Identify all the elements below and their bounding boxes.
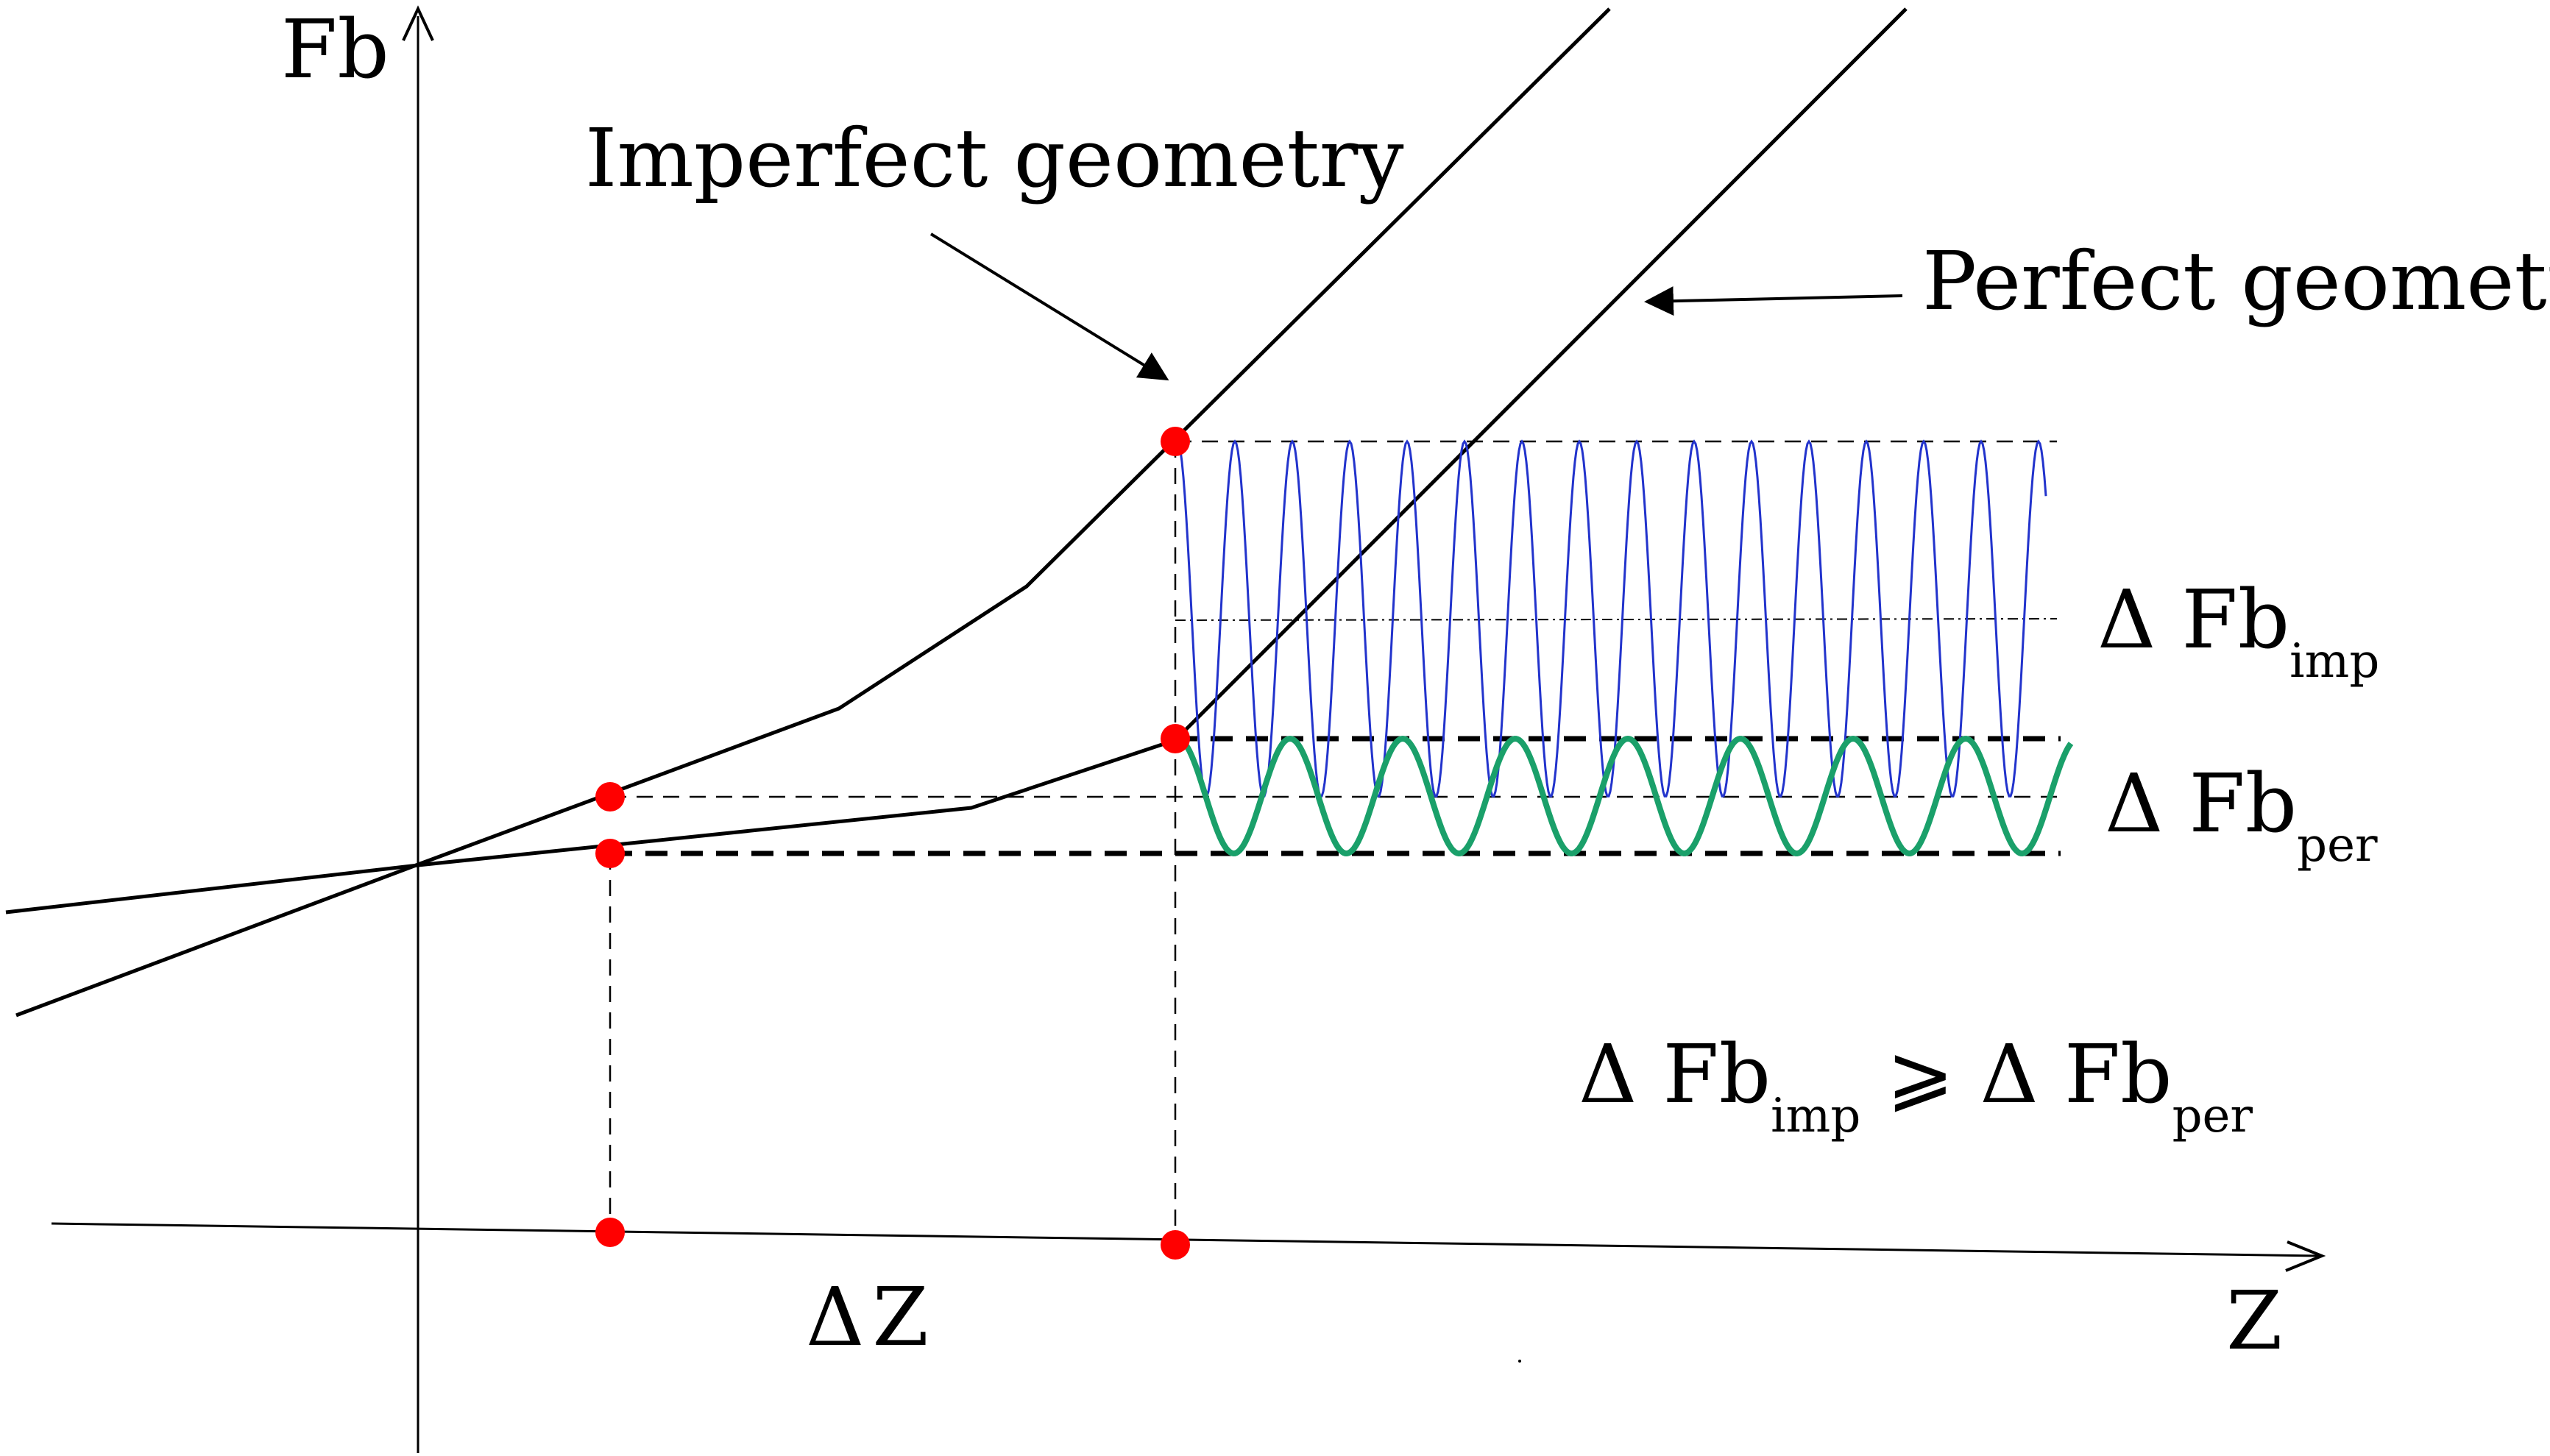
- marker-per-low: [595, 839, 625, 868]
- marker-points: [595, 427, 1190, 1260]
- x-axis-arrow-icon: [2285, 1240, 2326, 1272]
- marker-per-top: [1161, 724, 1190, 753]
- perfect-geometry-label: Perfect geometry: [1922, 234, 2550, 328]
- marker-imp-low: [595, 782, 625, 812]
- delta-symbol: Δ: [806, 1270, 865, 1364]
- perfect-label-arrow: [1644, 286, 1903, 316]
- x-axis-label: Z: [2226, 1274, 2283, 1368]
- delta-symbol: Δ: [2105, 756, 2164, 850]
- marker-imp-top: [1161, 427, 1190, 456]
- imperfect-geometry-label: Imperfect geometry: [585, 111, 1404, 205]
- imperfect-oscillation-wave: [1176, 439, 2047, 798]
- delta-symbol: Δ: [2097, 572, 2156, 667]
- delta-fb-per-label: Δ Fbper: [2105, 756, 2378, 873]
- marker-z2: [1161, 1230, 1190, 1260]
- marker-z1: [595, 1218, 625, 1247]
- y-axis-arrow-icon: [402, 5, 434, 41]
- perfect-geometry-curve: [5, 7, 1908, 915]
- perfect-oscillation-wave: [1177, 735, 2074, 857]
- delta-fb-imp-label: Δ Fbimp: [2097, 572, 2380, 689]
- imperfect-label-arrow: [929, 232, 1169, 381]
- bound-lines: [610, 736, 2061, 856]
- delta-z-label: Δ Z: [806, 1270, 929, 1364]
- imperfect-geometry-curve: [15, 7, 1611, 1018]
- relation-label: Δ Fbimp ⩾ Δ Fbper: [1579, 1027, 2253, 1143]
- stray-dot: [1518, 1360, 1521, 1363]
- guide-lines: [609, 440, 2057, 1243]
- y-axis-label: Fb: [281, 2, 389, 96]
